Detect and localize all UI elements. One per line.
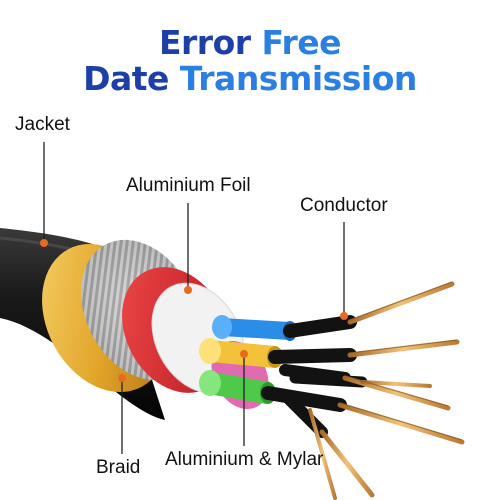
label-conductor: Conductor — [300, 195, 388, 216]
conductor-marker — [340, 312, 348, 320]
copper-conductors — [308, 281, 465, 500]
label-aluminium-foil: Aluminium Foil — [126, 175, 251, 196]
title-error: Error — [158, 23, 251, 62]
label-jacket: Jacket — [15, 114, 70, 135]
jacket-marker — [40, 239, 48, 247]
title-line-1: Error Free — [0, 24, 500, 62]
title-free: Free — [261, 23, 342, 62]
braid-marker — [118, 374, 126, 382]
title-line-2: Date Transmission — [0, 60, 500, 98]
foil-marker — [184, 286, 192, 294]
label-braid: Braid — [96, 457, 141, 478]
mylar-marker — [240, 350, 248, 358]
label-aluminium-mylar: Aluminium & Mylar — [165, 449, 324, 470]
title-date: Date — [83, 59, 169, 98]
title-transmission: Transmission — [179, 59, 418, 98]
